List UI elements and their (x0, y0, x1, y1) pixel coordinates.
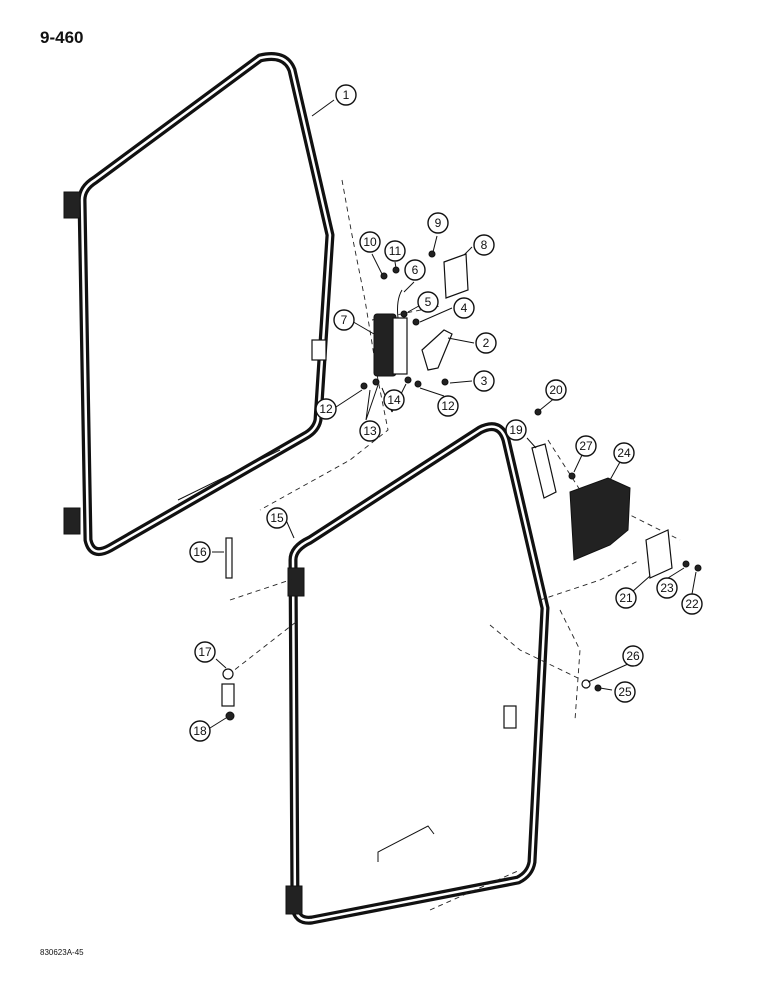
callout-18-label: 18 (193, 724, 207, 738)
callout-15: 15 (266, 507, 288, 529)
bracket-assembly (531, 408, 702, 692)
callout-7: 7 (333, 309, 355, 331)
callout-6-label: 6 (412, 263, 419, 277)
washer-14b (404, 376, 412, 384)
callout-17-label: 17 (198, 645, 212, 659)
callout-leaders (209, 99, 697, 729)
screw-3 (441, 378, 449, 386)
callout-9: 9 (427, 212, 449, 234)
washer-27 (568, 472, 576, 480)
callout-26-label: 26 (626, 649, 640, 663)
upper-hinge-bottom (63, 507, 81, 535)
callout-23: 23 (656, 577, 678, 599)
callout-20: 20 (545, 379, 567, 401)
callout-11: 11 (384, 240, 406, 262)
latch-assembly (360, 250, 469, 390)
callout-12-left: 12 (315, 398, 337, 420)
callout-26: 26 (622, 645, 644, 667)
upper-hinge-top (63, 191, 81, 219)
callout-10: 10 (359, 231, 381, 253)
lower-hinge-bottom (285, 885, 303, 915)
nut-18 (225, 711, 235, 721)
callout-22-label: 22 (685, 597, 699, 611)
callout-4: 4 (453, 297, 475, 319)
callout-24-label: 24 (617, 446, 631, 460)
striker-plate (443, 253, 469, 299)
callout-5: 5 (417, 291, 439, 313)
callout-6: 6 (404, 259, 426, 281)
hinge-plate-21 (645, 529, 673, 579)
page-number: 9-460 (40, 28, 84, 47)
callout-14-label: 14 (387, 393, 401, 407)
lower-door-frame (285, 422, 550, 925)
callout-16-label: 16 (193, 545, 207, 559)
callout-25: 25 (614, 681, 636, 703)
callout-23-label: 23 (660, 581, 674, 595)
callout-16: 16 (189, 541, 211, 563)
washer-4 (412, 318, 420, 326)
lower-hinge-top (287, 567, 305, 597)
callout-3: 3 (473, 370, 495, 392)
callout-22: 22 (681, 593, 703, 615)
callout-1: 1 (335, 84, 357, 106)
callout-25-label: 25 (618, 685, 632, 699)
callout-20-label: 20 (549, 383, 563, 397)
callout-15-label: 15 (270, 511, 284, 525)
lower-frame-handle (377, 825, 435, 862)
pin-16 (225, 537, 233, 579)
washer-23 (682, 560, 690, 568)
hinge-leaf-19 (531, 443, 557, 499)
nut-5 (400, 310, 408, 318)
figure-code: 830623A-45 (40, 948, 84, 957)
callout-1-label: 1 (343, 88, 350, 102)
callout-8-label: 8 (481, 238, 488, 252)
washer-17 (222, 668, 234, 680)
screw-9 (428, 250, 436, 258)
callout-12-right: 12 (437, 395, 459, 417)
callout-27-label: 27 (579, 439, 593, 453)
callout-24: 24 (613, 442, 635, 464)
callout-9-label: 9 (435, 216, 442, 230)
pin-assembly (221, 537, 235, 721)
callout-12-left-label: 12 (319, 402, 333, 416)
callout-19: 19 (505, 419, 527, 441)
callout-2-label: 2 (483, 336, 490, 350)
callout-21-label: 21 (619, 591, 633, 605)
bushing (221, 683, 235, 707)
callout-17: 17 (194, 641, 216, 663)
callout-4-label: 4 (461, 301, 468, 315)
bolt-20 (534, 408, 542, 416)
handle-lever (421, 329, 453, 371)
upper-frame-handle (311, 339, 327, 361)
callout-21: 21 (615, 587, 637, 609)
callout-12-right-label: 12 (441, 399, 455, 413)
nut-10 (380, 272, 388, 280)
callout-13: 13 (359, 420, 381, 442)
callout-7-label: 7 (341, 313, 348, 327)
washer-14a (372, 378, 380, 386)
callout-10-label: 10 (363, 235, 377, 249)
bolt-22 (694, 564, 702, 572)
callout-18: 18 (189, 720, 211, 742)
bolt-12a (360, 382, 368, 390)
lower-frame-latch (503, 705, 517, 729)
upper-door-frame (63, 52, 335, 557)
latch-plate (392, 317, 408, 375)
callout-5-label: 5 (425, 295, 432, 309)
callout-14: 14 (383, 389, 405, 411)
bolt-12b (414, 380, 422, 388)
callout-8: 8 (473, 234, 495, 256)
bracket-24 (569, 477, 631, 561)
callout-3-label: 3 (481, 374, 488, 388)
callout-13-label: 13 (363, 424, 377, 438)
callout-27: 27 (575, 435, 597, 457)
callout-11-label: 11 (389, 244, 402, 258)
callout-2: 2 (475, 332, 497, 354)
callout-19-label: 19 (509, 423, 523, 437)
